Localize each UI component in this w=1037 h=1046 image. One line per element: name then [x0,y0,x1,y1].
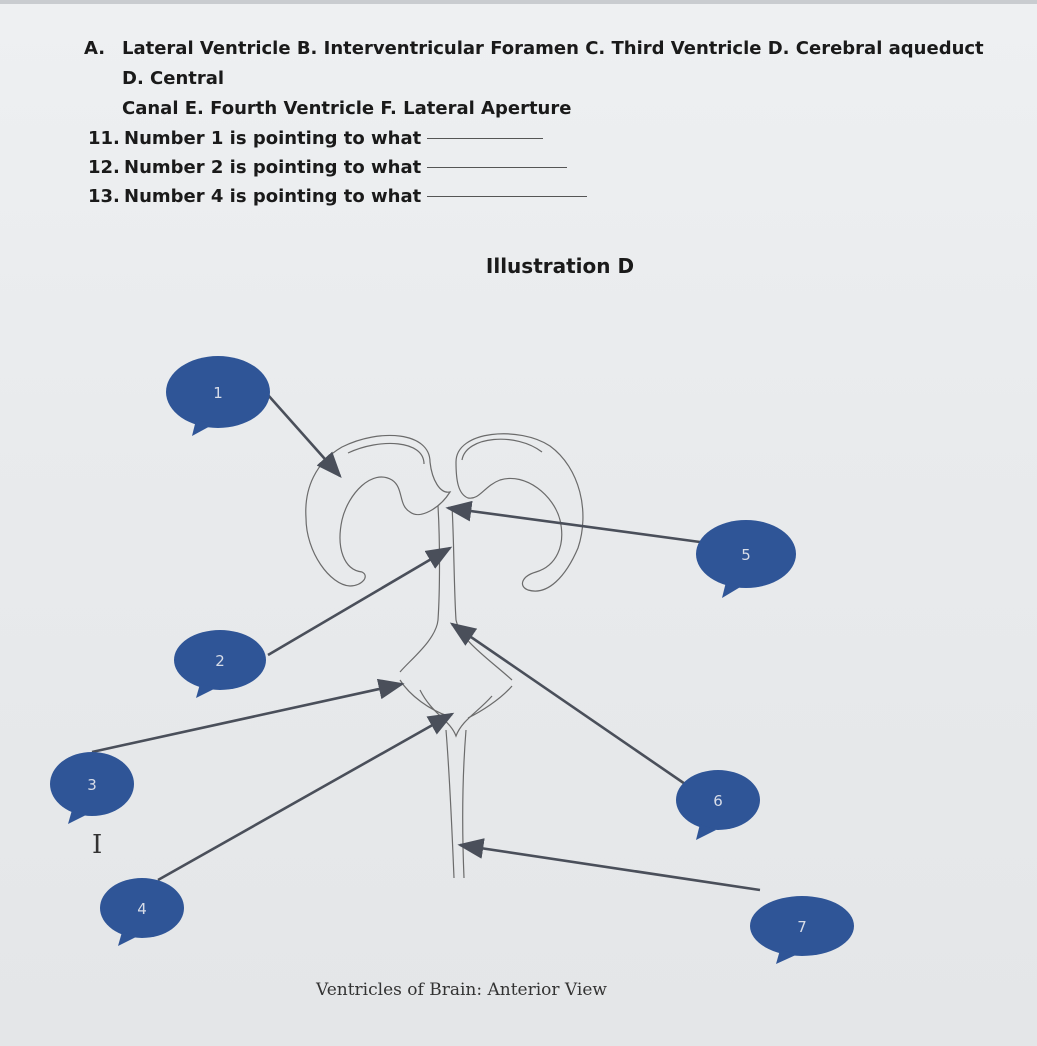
top-edge [0,0,1037,4]
illustration-title: Illustration D [485,254,635,278]
arrow-3 [91,678,405,754]
label-number: 1 [213,384,223,402]
question-item: 12. Number 2 is pointing to what [88,153,1014,182]
question-item: 13. Number 4 is pointing to what [88,182,1014,211]
options-line-2: Canal E. Fourth Ventricle F. Lateral Ape… [122,98,572,119]
question-number: 12. [88,157,120,178]
options-marker: A. [84,38,106,59]
label-bubble-2: 2 [174,630,266,698]
question-text: Number 4 is pointing to what [124,186,422,207]
arrow-4 [157,712,455,882]
question-text: Number 2 is pointing to what [124,157,422,178]
label-number: 6 [713,792,723,810]
text-cursor-icon: I [92,830,103,860]
label-number: 4 [137,900,147,918]
arrow-6 [449,622,689,788]
arrow-5 [445,500,701,544]
label-bubble-6: 6 [676,770,760,840]
question-item: 11. Number 1 is pointing to what [88,124,1014,153]
label-bubble-4: 4 [100,878,184,946]
answer-blank[interactable] [427,196,588,197]
question-text: Number 1 is pointing to what [124,128,422,149]
label-bubble-7: 7 [750,896,854,964]
label-number: 5 [741,546,751,564]
pointer-arrows [91,394,761,892]
arrow-2 [267,546,453,657]
question-number: 11. [88,128,120,149]
answer-blank[interactable] [427,167,568,168]
label-bubble-5: 5 [696,520,796,598]
options-line-1: Lateral Ventricle B. Interventricular Fo… [122,38,984,89]
label-bubbles: 1 2 3 4 5 6 7 [50,356,854,964]
answer-blank[interactable] [427,138,544,139]
label-number: 7 [797,918,807,936]
arrow-1 [267,394,342,478]
ventricle-outline [305,433,584,879]
arrow-7 [457,838,761,892]
options-text: Lateral Ventricle B. Interventricular Fo… [122,34,1002,124]
label-bubble-3: 3 [50,752,134,824]
label-bubble-1: 1 [166,356,270,436]
diagram-caption: Ventricles of Brain: Anterior View [316,980,607,1000]
question-number: 13. [88,186,120,207]
answer-options: A. Lateral Ventricle B. Interventricular… [84,34,1014,124]
question-block: A. Lateral Ventricle B. Interventricular… [84,34,1014,211]
label-number: 2 [215,652,225,670]
label-number: 3 [87,776,97,794]
